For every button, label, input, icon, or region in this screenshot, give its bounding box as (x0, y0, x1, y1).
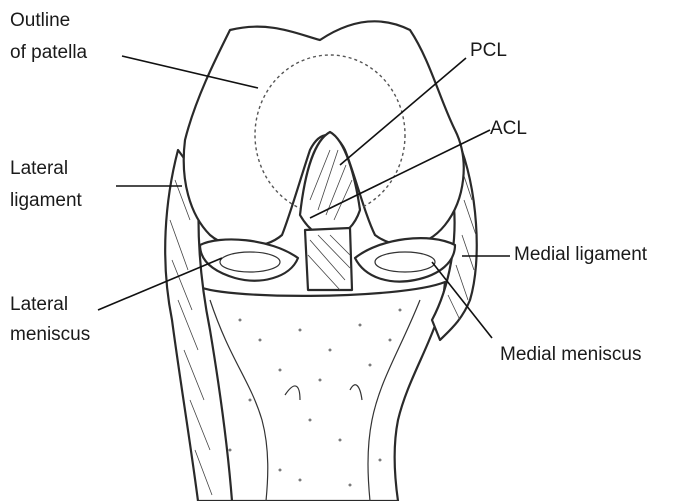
label-lateral-meniscus-line1: Lateral (10, 292, 68, 318)
label-lateral-ligament-line2: ligament (10, 188, 82, 214)
label-lateral-meniscus-line2: meniscus (10, 322, 90, 348)
label-medial-ligament: Medial ligament (514, 242, 647, 268)
label-lateral-ligament-line1: Lateral (10, 156, 68, 182)
label-pcl: PCL (470, 38, 507, 64)
label-outline-of-patella-line1: Outline (10, 8, 70, 34)
label-outline-of-patella-line2: of patella (10, 40, 87, 66)
tibia (196, 282, 445, 501)
label-medial-meniscus: Medial meniscus (500, 342, 642, 368)
label-acl: ACL (490, 116, 527, 142)
